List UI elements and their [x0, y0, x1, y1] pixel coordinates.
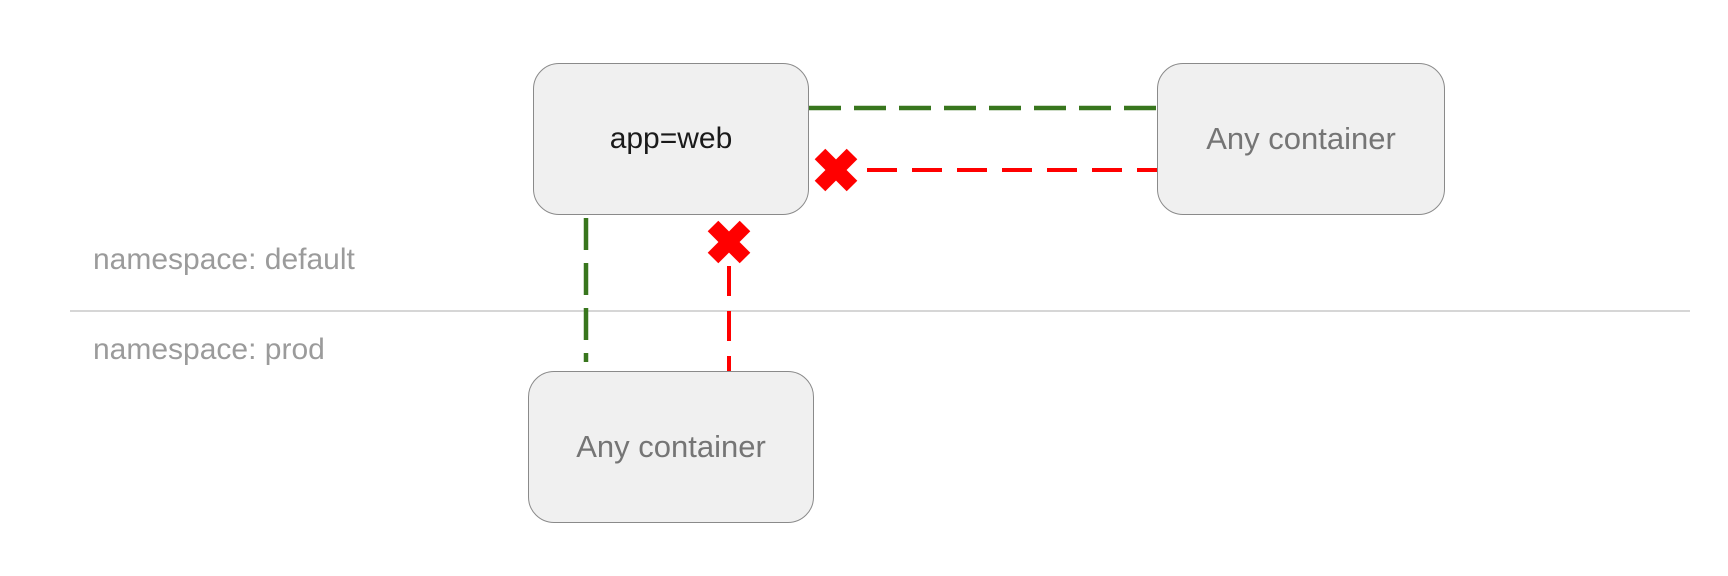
node-any-container-default: Any container	[1157, 63, 1445, 215]
node-app-web: app=web	[533, 63, 809, 215]
node-app-web-label: app=web	[609, 122, 733, 155]
node-any-container-prod: Any container	[528, 371, 814, 523]
blocked-x-icon	[707, 220, 751, 264]
node-any-container-default-label: Any container	[1206, 121, 1396, 156]
blocked-x-icon	[814, 148, 858, 192]
namespace-label-prod: namespace: prod	[93, 333, 325, 366]
node-any-container-prod-label: Any container	[576, 429, 766, 464]
namespace-label-default: namespace: default	[93, 243, 355, 276]
